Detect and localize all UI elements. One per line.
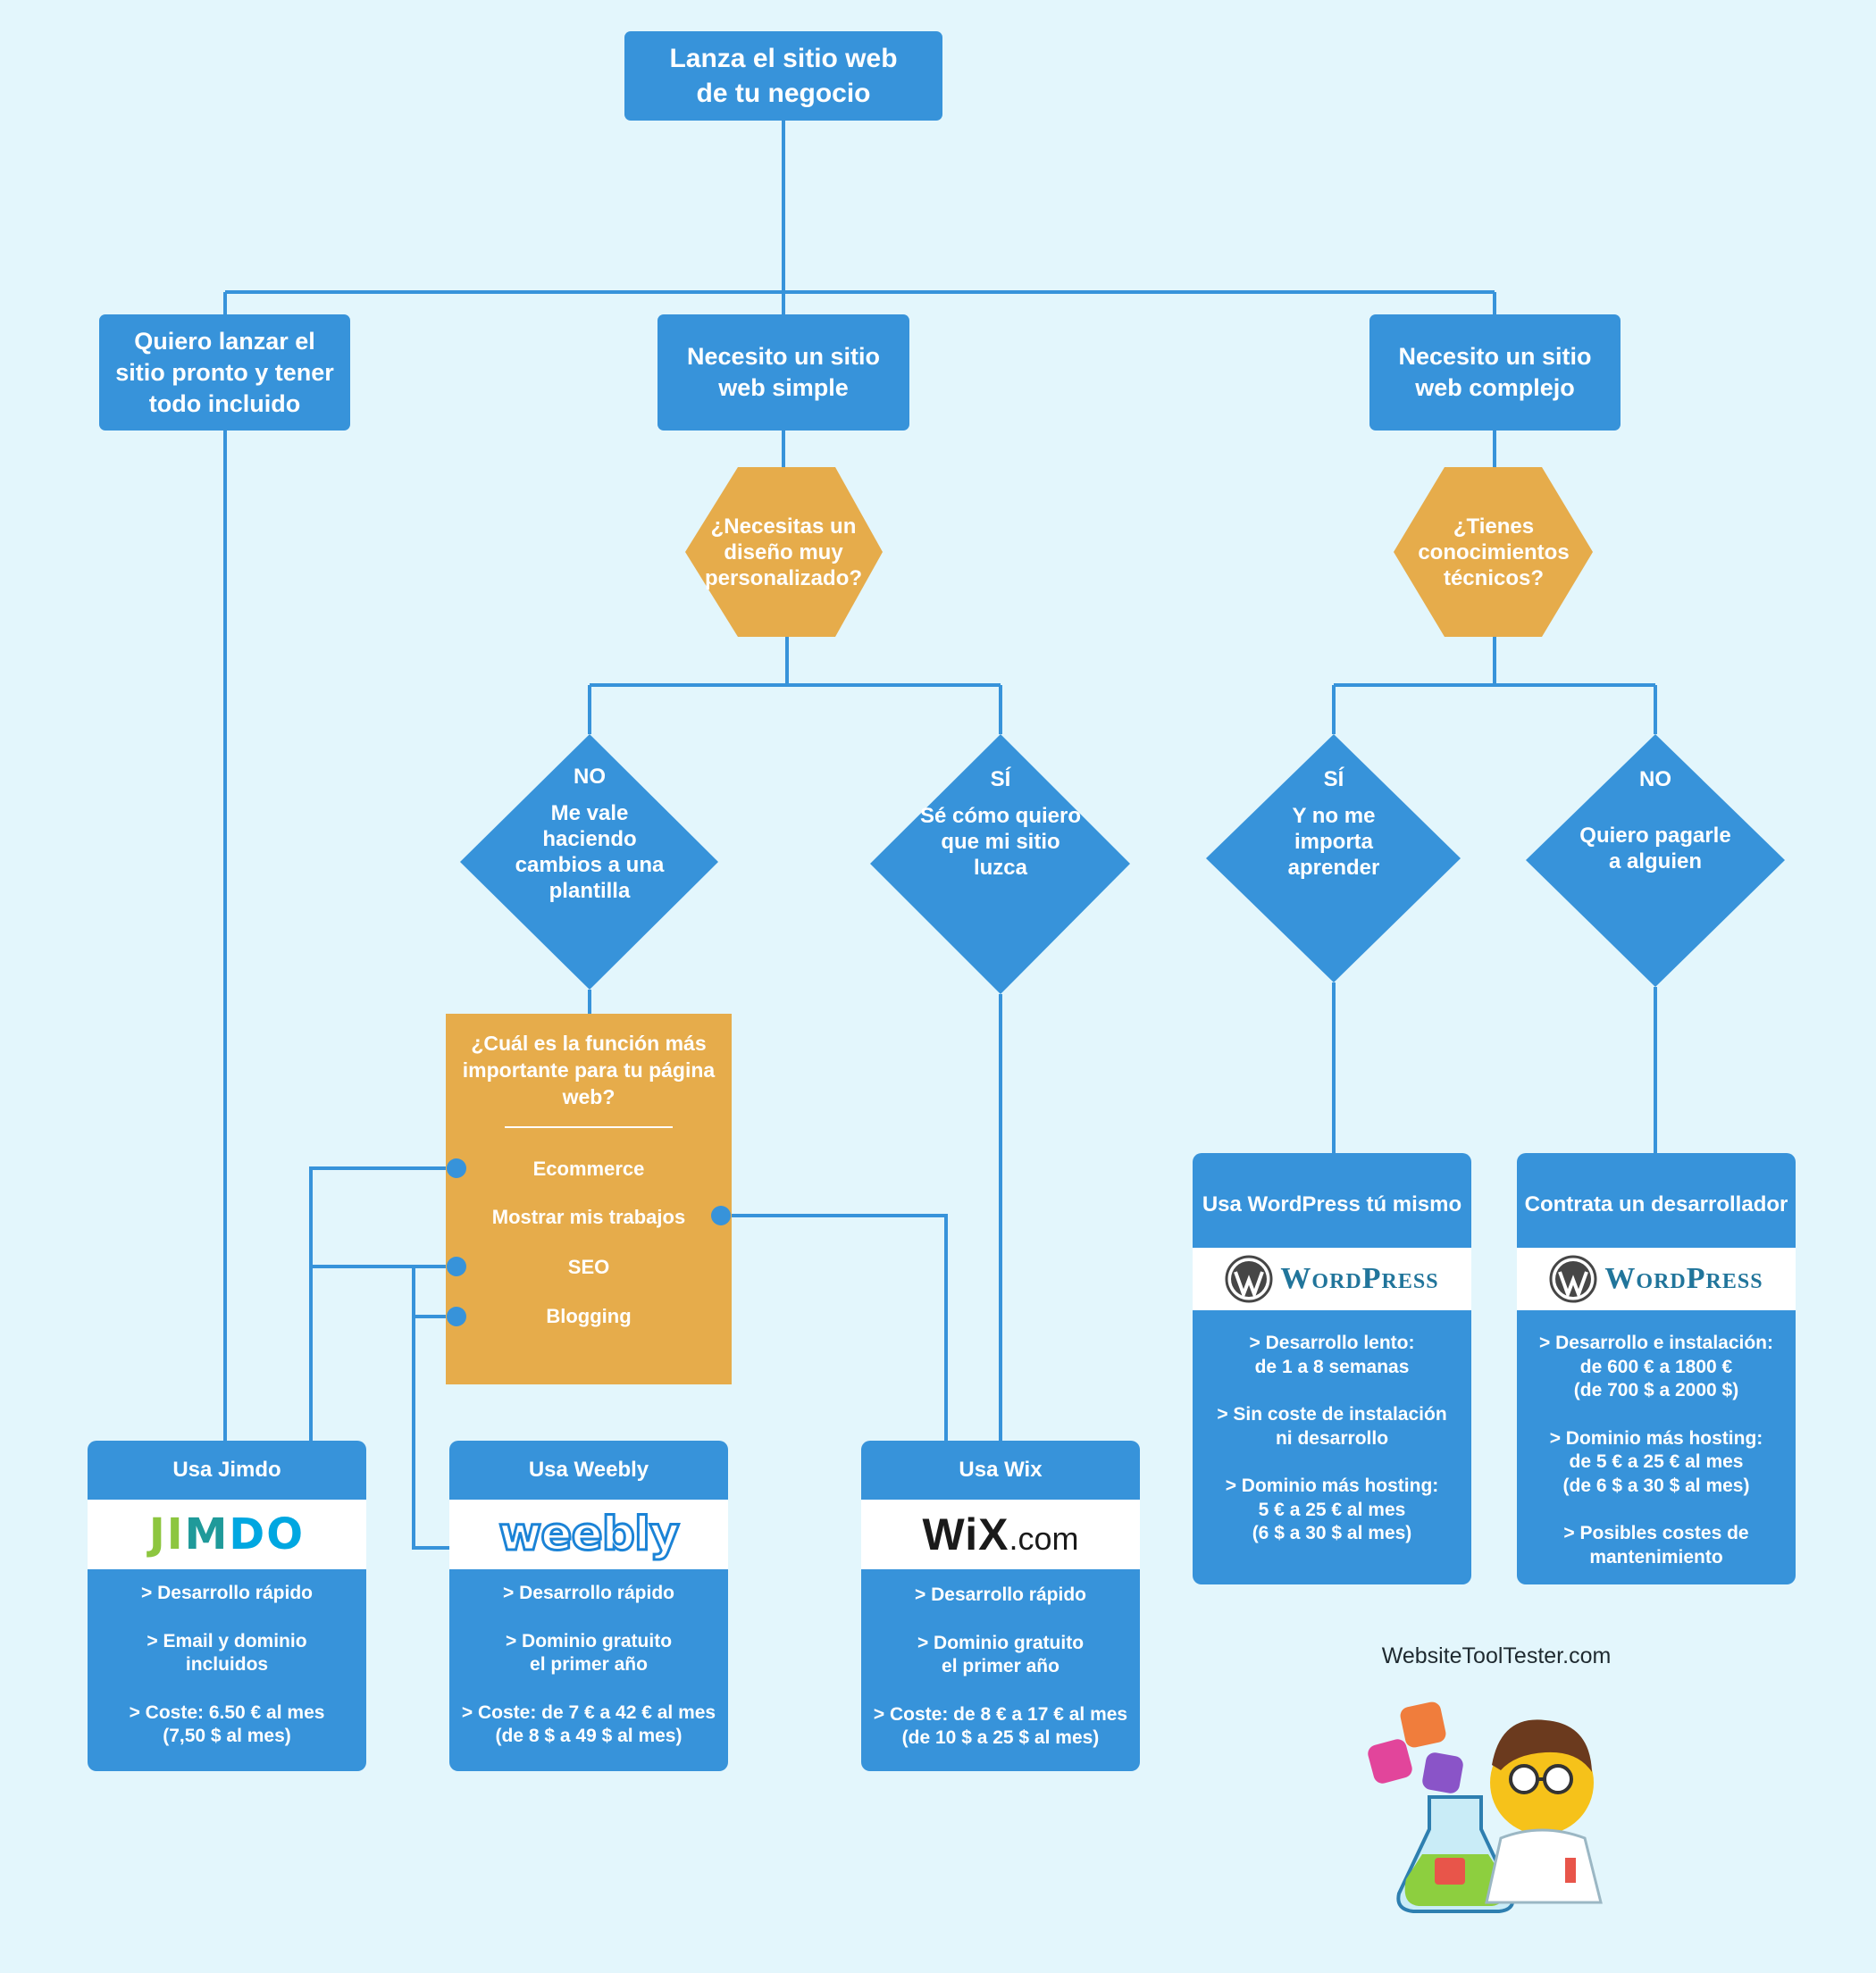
hexagon-middle xyxy=(685,467,883,637)
weebly-logo: weebly xyxy=(449,1500,728,1569)
card-wordpress-self-line: > Dominio más hosting: 5 € a 25 € al mes… xyxy=(1225,1476,1439,1543)
wix-logo-text: WiX.com xyxy=(922,1509,1079,1559)
function-question-title: ¿Cuál es la función más importante para … xyxy=(462,1032,716,1108)
card-wordpress-self-body: > Desarrollo lento: de 1 a 8 semanas > S… xyxy=(1193,1310,1471,1546)
diamond-custom-label-wrap: SÍ Sé cómo quiero que mi sitio luzca xyxy=(893,766,1108,900)
mascot-icon xyxy=(1368,1701,1603,1913)
jimdo-logo: JIMDO xyxy=(88,1500,366,1569)
card-wix-line: > Dominio gratuito el primer año xyxy=(917,1632,1085,1677)
branch-left-label: Quiero lanzar el sitio pronto y tener to… xyxy=(115,327,334,417)
dot-portfolio xyxy=(711,1206,731,1225)
diamond-template-text: Me vale haciendo cambios a una plantilla xyxy=(515,801,665,903)
card-wordpress-self: Usa WordPress tú mismo WordPress > Desar… xyxy=(1193,1153,1471,1584)
connector-middle xyxy=(588,431,1002,734)
credit-text: WebsiteToolTester.com xyxy=(1381,1643,1612,1668)
connector-blogging xyxy=(412,1267,456,1550)
card-jimdo-line: > Email y dominio incluidos xyxy=(147,1630,307,1676)
diamond-learn-text: Y no me importa aprender xyxy=(1287,804,1380,880)
option-blogging[interactable]: Blogging xyxy=(546,1305,632,1327)
function-question-box: ¿Cuál es la función más importante para … xyxy=(446,1014,732,1384)
card-developer-line: > Desarrollo e instalación: de 600 € a 1… xyxy=(1538,1333,1773,1400)
connector-right xyxy=(1332,431,1657,734)
branch-box-middle: Necesito un sitio web simple xyxy=(657,314,909,431)
card-weebly-line: > Desarrollo rápido xyxy=(503,1583,674,1603)
diamond-pay xyxy=(1526,734,1785,987)
diamond-custom-tag: SÍ xyxy=(990,767,1011,791)
card-weebly-line: > Coste: de 7 € a 42 € al mes (de 8 $ a … xyxy=(461,1701,716,1747)
option-portfolio[interactable]: Mostrar mis trabajos xyxy=(491,1206,686,1228)
hexagon-right-label: ¿Tienes conocimientos técnicos? xyxy=(1418,514,1570,590)
card-weebly-line: > Dominio gratuito el primer año xyxy=(505,1630,673,1676)
diamond-learn-label-wrap: SÍ Y no me importa aprender xyxy=(1227,766,1441,900)
branch-box-right: Necesito un sitio web complejo xyxy=(1369,314,1621,431)
root-label: Lanza el sitio web de tu negocio xyxy=(669,44,898,108)
diamond-custom-text: Sé cómo quiero que mi sitio luzca xyxy=(919,804,1082,880)
wordpress-icon xyxy=(1225,1255,1273,1303)
card-developer-title: Contrata un desarrollador xyxy=(1524,1192,1788,1216)
wordpress-logo-text: WordPress xyxy=(1280,1262,1439,1295)
card-weebly: Usa Weebly weebly > Desarrollo rápido > … xyxy=(449,1441,728,1771)
card-jimdo-line: > Desarrollo rápido xyxy=(141,1583,313,1603)
card-jimdo-line: > Coste: 6.50 € al mes (7,50 $ al mes) xyxy=(129,1701,325,1747)
dot-seo xyxy=(447,1257,466,1276)
card-developer-line: > Posibles costes de mantenimiento xyxy=(1563,1523,1749,1568)
option-ecommerce[interactable]: Ecommerce xyxy=(532,1158,645,1180)
diamond-pay-text: Quiero pagarle a alguien xyxy=(1579,823,1731,874)
card-wix-line: > Desarrollo rápido xyxy=(915,1584,1086,1605)
dot-blogging xyxy=(447,1307,466,1326)
card-wix-body: > Desarrollo rápido > Dominio gratuito e… xyxy=(861,1569,1140,1751)
diamond-template xyxy=(460,734,718,990)
card-wix-title: Usa Wix xyxy=(959,1458,1043,1482)
diamond-custom xyxy=(870,734,1130,994)
card-weebly-title: Usa Weebly xyxy=(528,1458,649,1482)
connector-portfolio xyxy=(721,1214,948,1447)
card-jimdo-body: > Desarrollo rápido > Email y dominio in… xyxy=(88,1569,366,1749)
function-question-divider xyxy=(505,1126,673,1128)
wordpress-logo: WordPress xyxy=(1193,1248,1471,1310)
diamond-pay-label-wrap: NO Quiero pagarle a alguien xyxy=(1548,766,1763,891)
diamond-learn-tag: SÍ xyxy=(1323,767,1344,791)
card-developer-body: > Desarrollo e instalación: de 600 € a 1… xyxy=(1517,1310,1796,1569)
option-seo[interactable]: SEO xyxy=(567,1256,610,1278)
card-wordpress-self-line: > Sin coste de instalación ni desarrollo xyxy=(1217,1404,1447,1449)
branch-box-left: Quiero lanzar el sitio pronto y tener to… xyxy=(99,314,350,431)
card-developer: Contrata un desarrollador WordPress > De… xyxy=(1517,1153,1796,1584)
hexagon-right xyxy=(1394,467,1593,637)
diamond-learn xyxy=(1206,734,1461,982)
hexagon-middle-label: ¿Necesitas un diseño muy personalizado? xyxy=(704,514,863,590)
card-developer-line: > Dominio más hosting: de 5 € a 25 € al … xyxy=(1549,1427,1763,1496)
card-wix: Usa Wix WiX.com > Desarrollo rápido > Do… xyxy=(861,1441,1140,1771)
diamond-template-tag: NO xyxy=(574,765,606,789)
card-weebly-body: > Desarrollo rápido > Dominio gratuito e… xyxy=(449,1569,728,1749)
branch-middle-label: Necesito un sitio web simple xyxy=(686,343,881,401)
diamond-template-label-wrap: NO Me vale haciendo cambios a una planti… xyxy=(482,764,697,924)
hexagon-right-label-wrap: ¿Tienes conocimientos técnicos? xyxy=(1403,494,1584,610)
root-box: Lanza el sitio web de tu negocio xyxy=(624,31,942,121)
connector-ecommerce xyxy=(309,1166,456,1441)
card-wix-line: > Coste: de 8 € a 17 € al mes (de 10 $ a… xyxy=(873,1703,1128,1749)
hexagon-middle-label-wrap: ¿Necesitas un diseño muy personalizado? xyxy=(694,494,873,610)
weebly-logo-text: weebly xyxy=(498,1507,682,1563)
card-jimdo-title: Usa Jimdo xyxy=(172,1458,281,1482)
wordpress-icon xyxy=(1549,1255,1597,1303)
dot-ecommerce xyxy=(447,1158,466,1178)
card-jimdo: Usa Jimdo JIMDO > Desarrollo rápido > Em… xyxy=(88,1441,366,1771)
wordpress-logo-text: WordPress xyxy=(1604,1262,1763,1295)
branch-right-label: Necesito un sitio web complejo xyxy=(1398,343,1592,401)
jimdo-logo-text: JIMDO xyxy=(148,1509,306,1559)
card-wordpress-self-title: Usa WordPress tú mismo xyxy=(1202,1192,1462,1216)
wordpress-logo: WordPress xyxy=(1517,1248,1796,1310)
wix-logo: WiX.com xyxy=(861,1500,1140,1569)
diamond-pay-tag: NO xyxy=(1639,767,1671,791)
card-wordpress-self-line: > Desarrollo lento: de 1 a 8 semanas xyxy=(1249,1333,1415,1377)
connector-root xyxy=(223,121,1496,314)
